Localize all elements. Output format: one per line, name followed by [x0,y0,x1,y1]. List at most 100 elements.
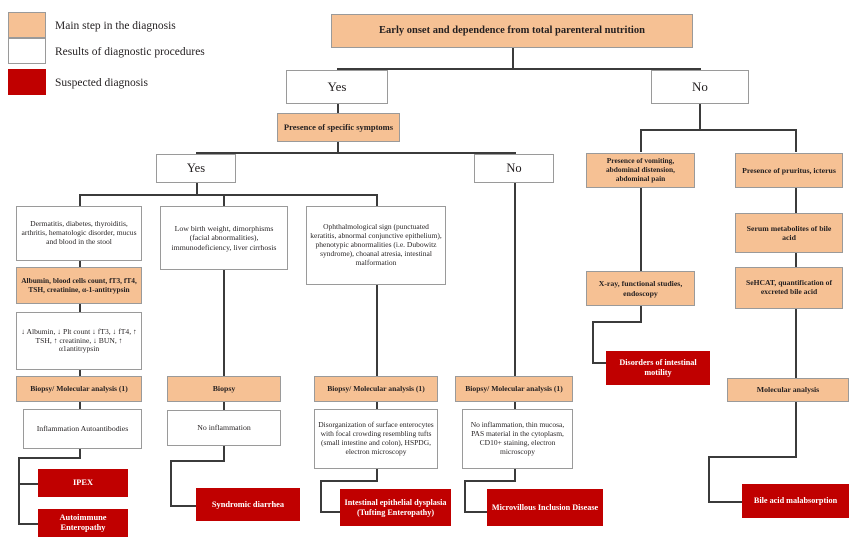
connector-b1-to-ipex [18,483,42,485]
connector-b5-drop [640,129,642,152]
connector-b4-to-mvid [464,511,488,513]
node-diagnosis-tufting-enteropathy[interactable]: Intestinal epithelial dysplasia (Tufting… [340,489,451,526]
node-diagnosis-intestinal-motility[interactable]: Disorders of intestinal motility [606,351,710,385]
node-root[interactable]: Early onset and dependence from total pa… [331,14,693,48]
node-branch4-histology-label: No inflammation, thin mucosa, PAS materi… [470,420,565,456]
connector-b1-biopsy-histo [79,401,81,409]
connector-b5-signs-tests [640,188,642,272]
connector-b4-dx-bus-top [464,480,516,482]
node-branch4-histology[interactable]: No inflammation, thin mucosa, PAS materi… [462,409,573,469]
connector-b6-dx-bus-top [708,456,797,458]
node-diagnosis-bile-acid-malabsorption-label: Bile acid malabsorption [753,496,838,506]
connector-symptoms-down [337,141,339,153]
node-branch1-signs[interactable]: Dermatitis, diabetes, thyroiditis, arthr… [16,206,142,261]
node-branch6-tests[interactable]: Serum metabolites of bile acid [735,213,843,253]
connector-b5-tests-down [640,305,642,322]
node-branch2-biopsy[interactable]: Biopsy [167,376,281,402]
connector-b1-tests-results [79,303,81,313]
connector-b2-dx-bus-top [170,460,225,462]
node-branch3-signs-label: Ophthalmological sign (punctuated kerati… [310,222,442,267]
legend-label-suspected: Suspected diagnosis [55,77,148,89]
node-branch1-biopsy[interactable]: Biopsy/ Molecular analysis (1) [16,376,142,402]
connector-b4-no-biopsy [514,183,516,377]
connector-b3-dx-bus-vert [320,480,322,512]
node-diagnosis-microvillous-inclusion-disease[interactable]: Microvillous Inclusion Disease [487,489,603,526]
node-symptoms-no-label: No [506,161,522,176]
node-branch4-biopsy-label: Biopsy/ Molecular analysis (1) [465,383,563,393]
connector-b1-signs-tests [79,260,81,268]
node-diagnosis-tufting-enteropathy-label: Intestinal epithelial dysplasia (Tufting… [344,497,447,517]
node-symptoms-no[interactable]: No [474,154,554,183]
node-root-no[interactable]: No [651,70,749,104]
connector-b5-dx-bus-vert [592,321,594,363]
connector-yes-to-symptoms [337,104,339,115]
connector-b5-to-motility [592,362,608,364]
connector-b2-histo-down [223,446,225,461]
node-symptoms-yes-label: Yes [186,161,206,176]
node-root-yes-label: Yes [327,79,347,95]
node-diagnosis-syndromic-diarrhea[interactable]: Syndromic diarrhea [196,488,300,521]
connector-b2-drop [223,194,225,207]
connector-no-down [699,104,701,130]
node-specific-symptoms[interactable]: Presence of specific symptoms [277,113,400,142]
node-branch3-histology[interactable]: Disorganization of surface enterocytes w… [314,409,438,469]
connector-b3-drop [376,194,378,207]
legend-swatch-main-step [8,12,46,38]
node-branch1-results[interactable]: ↓ Albumin, ↓ Plt count ↓ fT3, ↓ fT4, ↑ T… [16,312,142,370]
node-branch6-signs[interactable]: Presence of pruritus, icterus [735,153,843,188]
node-branch3-histology-label: Disorganization of surface enterocytes w… [318,420,434,456]
node-branch6-signs-label: Presence of pruritus, icterus [742,165,836,175]
node-branch2-biopsy-label: Biopsy [212,384,236,394]
connector-b6-to-bileacid [708,501,744,503]
node-branch2-histology[interactable]: No inflammation [167,410,281,446]
node-branch1-biopsy-label: Biopsy/ Molecular analysis (1) [30,383,128,393]
connector-no-split [640,129,797,131]
node-branch6-tests-secondary-label: SeHCAT, quantification of excreted bile … [746,278,832,296]
node-branch2-signs-label: Low birth weight, dimorphisms (facial ab… [171,224,277,252]
node-symptoms-yes[interactable]: Yes [156,154,236,183]
connector-b3-to-tufting [320,511,342,513]
node-branch1-tests[interactable]: Albumin, blood cells count, fT3, fT4, TS… [16,267,142,304]
node-branch3-signs[interactable]: Ophthalmological sign (punctuated kerati… [306,206,446,285]
connector-b6-dx-bus-vert [708,456,710,502]
connector-b4-histo-down [514,469,516,481]
node-diagnosis-autoimmune-enteropathy[interactable]: Autoimmune Enteropathy [38,509,128,537]
node-branch5-signs[interactable]: Presence of vomiting, abdominal distensi… [586,153,695,188]
node-diagnosis-autoimmune-enteropathy-label: Autoimmune Enteropathy [59,513,107,532]
node-branch1-tests-label: Albumin, blood cells count, fT3, fT4, TS… [21,275,137,294]
node-branch5-tests[interactable]: X-ray, functional studies, endoscopy [586,271,695,306]
connector-b6-molecular-down [795,401,797,457]
node-branch1-results-label: ↓ Albumin, ↓ Plt count ↓ fT3, ↓ fT4, ↑ T… [21,326,137,354]
node-branch6-molecular-analysis[interactable]: Molecular analysis [727,378,849,402]
connector-root-split [337,68,700,70]
node-diagnosis-bile-acid-malabsorption[interactable]: Bile acid malabsorption [742,484,849,518]
node-branch4-biopsy[interactable]: Biopsy/ Molecular analysis (1) [455,376,573,402]
connector-b6-tests2-molecular [795,309,797,379]
legend-label-main-step: Main step in the diagnosis [55,20,176,32]
node-branch3-biopsy[interactable]: Biopsy/ Molecular analysis (1) [314,376,438,402]
node-branch1-histology-label: Inflammation Autoantibodies [36,424,129,434]
node-diagnosis-ipex-label: IPEX [72,478,93,488]
connector-b4-dx-bus-vert [464,480,466,512]
node-root-label: Early onset and dependence from total pa… [379,24,645,36]
connector-b4-biopsy-histo [514,401,516,409]
node-branch2-signs[interactable]: Low birth weight, dimorphisms (facial ab… [160,206,288,270]
connector-symyes-split [79,194,377,196]
node-specific-symptoms-label: Presence of specific symptoms [283,122,394,133]
connector-b3-signs-biopsy [376,285,378,377]
node-root-no-label: No [692,79,708,95]
connector-b2-dx-bus-vert [170,460,172,506]
node-root-yes[interactable]: Yes [286,70,388,104]
node-branch6-tests-label: Serum metabolites of bile acid [746,223,832,242]
legend-swatch-suspected [8,69,46,95]
node-branch6-tests-secondary[interactable]: SeHCAT, quantification of excreted bile … [735,267,843,309]
connector-b2-biopsy-histo [223,401,225,411]
node-diagnosis-ipex[interactable]: IPEX [38,469,128,497]
node-diagnosis-microvillous-inclusion-disease-label: Microvillous Inclusion Disease [491,502,599,512]
connector-b1-dx-bus-vert [18,457,20,525]
node-branch5-signs-label: Presence of vomiting, abdominal distensi… [605,156,675,183]
node-branch1-histology[interactable]: Inflammation Autoantibodies [23,409,142,449]
connector-symyes-down [196,183,198,195]
legend-label-results: Results of diagnostic procedures [55,46,205,58]
